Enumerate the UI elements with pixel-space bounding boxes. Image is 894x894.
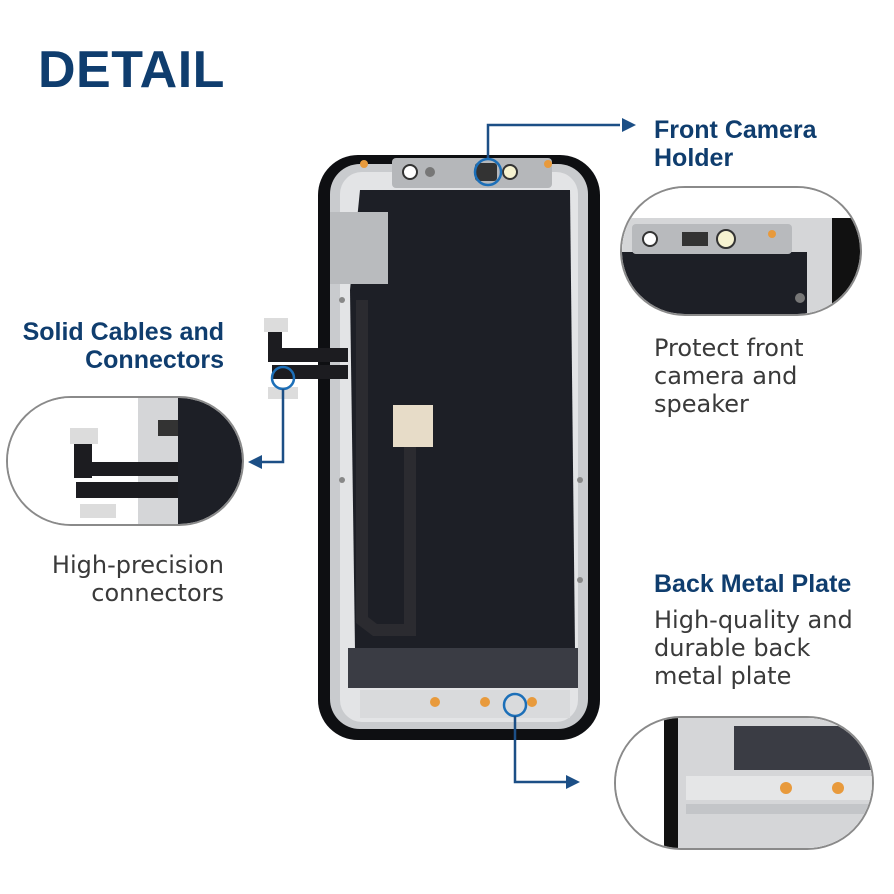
- phone-screen-assembly: [318, 155, 600, 740]
- front-camera-heading-line2: Holder: [654, 144, 734, 172]
- front-camera-desc-line3: speaker: [654, 390, 749, 418]
- cables-zoom-bubble: [6, 396, 244, 526]
- connector-pad: [393, 405, 433, 447]
- metal-plate-desc-line1: High-quality and: [654, 606, 853, 634]
- front-camera-heading: Front Camera Holder: [654, 116, 817, 172]
- bottom-metal-plate: [348, 648, 578, 688]
- cable-connectors: [264, 318, 348, 399]
- cables-heading: Solid Cables and Connectors: [20, 318, 224, 374]
- front-camera-zoom-bubble: [620, 186, 862, 316]
- page-title: DETAIL: [38, 41, 225, 99]
- cables-desc-line2: connectors: [91, 579, 224, 607]
- front-camera-desc-line2: camera and: [654, 362, 798, 390]
- front-camera-description: Protect front camera and speaker: [654, 334, 804, 418]
- flex-cable: [356, 300, 416, 636]
- metal-plate-desc-line2: durable back: [654, 634, 811, 662]
- front-camera-heading-line1: Front Camera: [654, 116, 817, 144]
- metal-plate-description: High-quality and durable back metal plat…: [654, 606, 853, 690]
- cables-description: High-precision connectors: [20, 551, 224, 607]
- metal-plate-desc-line3: metal plate: [654, 662, 792, 690]
- shield-plate: [330, 212, 388, 284]
- front-camera-desc-line1: Protect front: [654, 334, 804, 362]
- metal-plate-heading: Back Metal Plate: [654, 570, 852, 598]
- metal-plate-zoom-bubble: [614, 716, 874, 850]
- cables-heading-line1: Solid Cables and: [22, 318, 224, 346]
- cables-desc-line1: High-precision: [51, 551, 224, 579]
- cables-heading-line2: Connectors: [85, 346, 224, 374]
